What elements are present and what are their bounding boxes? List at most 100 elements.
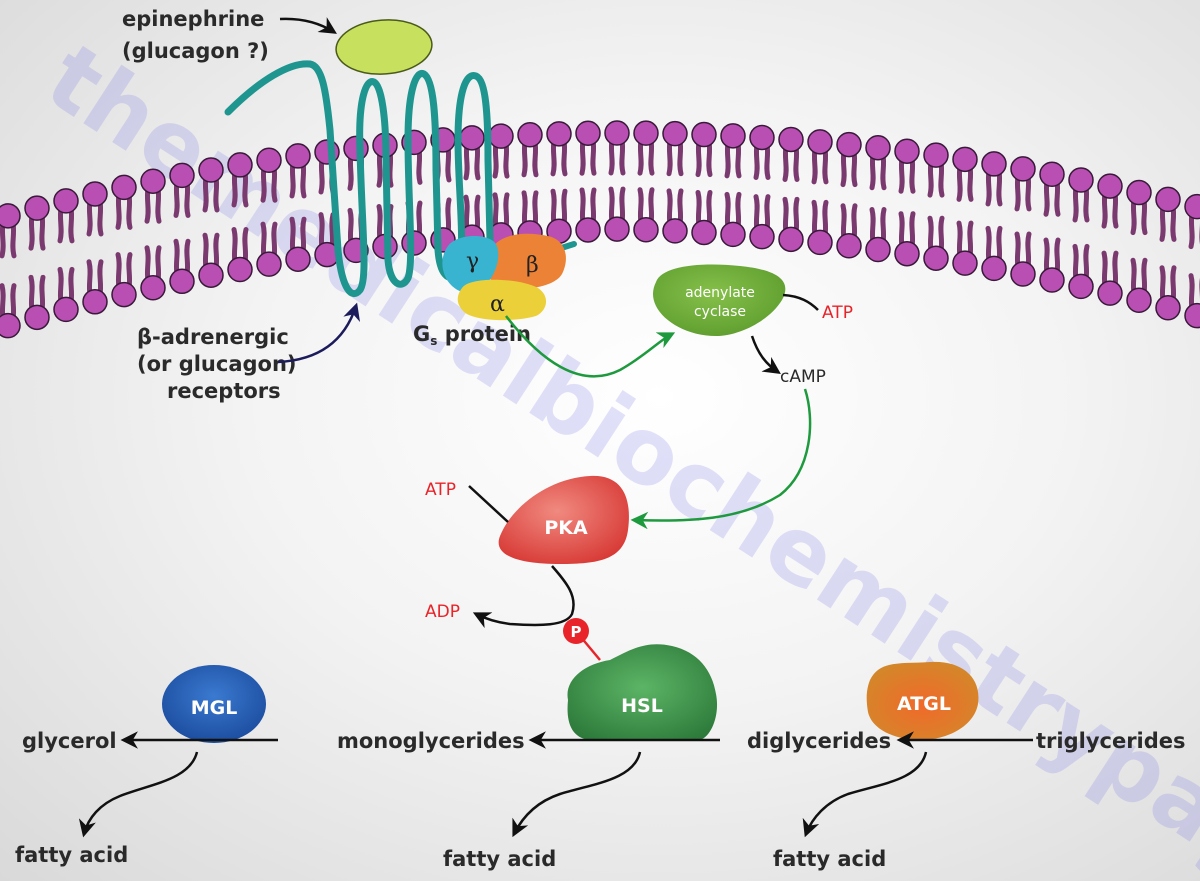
mgl-enzyme xyxy=(162,665,266,743)
pka-label: PKA xyxy=(544,517,588,539)
gs-gamma-subunit xyxy=(442,235,499,294)
lipid-head-outer xyxy=(111,174,137,201)
lipid-head-inner xyxy=(662,218,688,244)
lipid-head-inner xyxy=(952,250,978,276)
lipid-head-outer xyxy=(778,126,804,153)
lipid-head-inner xyxy=(807,229,833,256)
lipid-head-inner xyxy=(894,240,920,267)
beta-adrenergic-receptor xyxy=(224,60,528,298)
ac-atp-line xyxy=(782,293,819,311)
ac-camp-arrow xyxy=(750,335,781,374)
receptor-label-line1: β-adrenergic xyxy=(137,325,289,349)
pka-adp-arrow xyxy=(472,565,575,629)
ligand-label-line1: epinephrine xyxy=(122,7,264,31)
atgl-label: ATGL xyxy=(897,693,951,715)
lipid-head-outer xyxy=(749,124,775,151)
ligand-arrow xyxy=(279,17,337,34)
ligand-label-line2: (glucagon ?) xyxy=(122,39,269,63)
gs-beta-subunit xyxy=(486,233,566,289)
hsl-enzyme xyxy=(567,644,718,740)
lipid-head-outer xyxy=(24,195,50,221)
lipid-head-inner xyxy=(1126,287,1152,314)
lipid-head-inner xyxy=(1068,273,1094,300)
ac-atp-label: ATP xyxy=(822,303,853,323)
lipid-head-outer xyxy=(1010,156,1036,182)
lipid-head-outer xyxy=(952,146,978,173)
camp-label: cAMP xyxy=(780,367,826,387)
fatty-acid-label-atgl: fatty acid xyxy=(773,847,886,871)
lipid-head-outer xyxy=(82,181,108,207)
lipid-head-outer xyxy=(488,123,514,149)
lipid-head-inner xyxy=(24,304,50,331)
lipid-head-inner xyxy=(633,216,659,243)
lipid-head-outer xyxy=(546,121,572,147)
lipid-head-outer xyxy=(1184,193,1200,220)
receptor-arrow xyxy=(277,302,361,364)
lipid-head-outer xyxy=(517,122,543,148)
lipid-head-inner xyxy=(227,256,253,283)
lipid-head-outer xyxy=(1039,161,1065,188)
hsl-fatty-acid-arrow xyxy=(512,751,642,838)
lipid-head-outer xyxy=(894,138,920,164)
triglycerides-label: triglycerides xyxy=(1036,729,1186,753)
lipid-head-outer xyxy=(807,129,833,155)
pka-atp-line xyxy=(468,485,509,523)
lipid-head-outer xyxy=(1097,173,1123,199)
lipid-head-outer xyxy=(1126,179,1152,206)
epinephrine-ligand xyxy=(335,19,433,75)
lipid-head-inner xyxy=(778,226,804,253)
lipid-head-inner xyxy=(169,268,195,295)
lipid-head-outer xyxy=(198,157,224,183)
lipid-head-outer xyxy=(459,125,485,151)
pka-atp-label: ATP xyxy=(425,480,456,500)
lipid-head-inner xyxy=(256,251,282,277)
lipid-head-inner xyxy=(923,245,949,271)
adenylate-cyclase-enzyme xyxy=(653,264,786,336)
lipid-head-inner xyxy=(1097,280,1123,306)
lipid-head-outer xyxy=(343,135,369,162)
lipid-head-inner xyxy=(140,275,166,301)
lipid-head-inner xyxy=(82,289,108,315)
lipid-head-inner xyxy=(1010,261,1036,287)
lipid-head-outer xyxy=(285,143,311,169)
lipid-head-inner xyxy=(53,296,79,323)
lipid-head-inner xyxy=(720,221,746,248)
lipid-head-outer xyxy=(53,188,79,214)
lipid-head-outer xyxy=(256,147,282,173)
lipid-head-inner xyxy=(604,216,630,242)
gs-gamma-label: γ xyxy=(466,249,479,274)
gs-to-ac-activation-arrow xyxy=(505,315,676,378)
gs-protein: γ β α xyxy=(442,233,577,321)
fatty-acid-label-mgl: fatty acid xyxy=(15,843,128,867)
receptor-chain xyxy=(224,60,528,298)
camp-to-pka-activation-arrow xyxy=(630,388,812,530)
lipid-head-inner xyxy=(285,246,311,272)
lipid-head-outer xyxy=(923,142,949,168)
phosphate-group xyxy=(563,618,589,644)
lipid-head-inner xyxy=(1184,302,1200,329)
svg-text:Gs protein: Gs protein xyxy=(413,322,531,348)
fatty-acid-label-hsl: fatty acid xyxy=(443,847,556,871)
gs-beta-label: β xyxy=(526,253,539,278)
gs-alpha-label: α xyxy=(490,292,505,317)
lipid-head-inner xyxy=(198,262,224,288)
lipid-head-inner xyxy=(1155,295,1181,321)
cell-membrane-bilayer xyxy=(0,120,1200,339)
phosphate-label: P xyxy=(571,623,582,641)
lipid-head-outer xyxy=(227,152,253,178)
hsl-label: HSL xyxy=(621,695,663,717)
glycerol-label: glycerol xyxy=(22,729,117,753)
lipid-head-inner xyxy=(836,233,862,259)
lipid-head-inner xyxy=(865,236,891,263)
lipid-head-inner xyxy=(691,219,717,246)
gs-label-suffix: protein xyxy=(437,322,531,346)
atgl-fatty-acid-arrow xyxy=(802,751,928,838)
lipid-head-outer xyxy=(662,120,688,147)
pka-adp-label: ADP xyxy=(425,602,460,622)
receptor-label-line3: receptors xyxy=(167,379,281,403)
atgl-enzyme xyxy=(866,661,979,740)
gs-label-subscript: s xyxy=(430,334,437,348)
ac-label-line1: adenylate xyxy=(685,285,755,301)
lipid-head-inner xyxy=(1039,267,1065,293)
lipid-head-inner xyxy=(111,281,137,308)
